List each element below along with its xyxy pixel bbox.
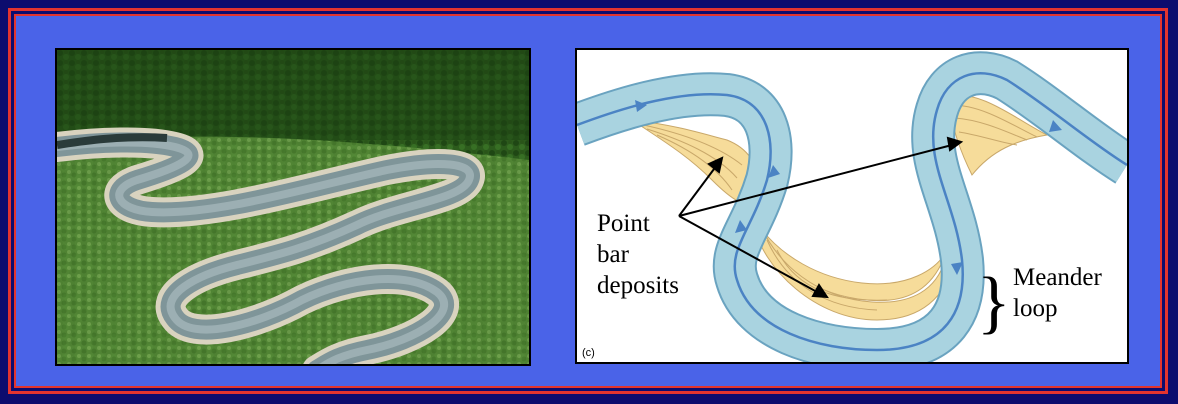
meander-channel: [577, 51, 1127, 362]
meander-loop-label: Meander loop: [1013, 264, 1102, 322]
label-arrows: [678, 136, 964, 299]
meander-diagram: } Point bar deposits Meander loop (c): [575, 48, 1129, 364]
river-channel: [57, 127, 485, 364]
point-bar-deposit-left: [631, 119, 759, 205]
outer-frame: [8, 8, 1168, 394]
meander-brace: }: [977, 264, 1011, 341]
point-bar-label: Point bar deposits: [597, 210, 679, 299]
river-aerial-photo: [55, 48, 531, 366]
flow-line: [577, 72, 1127, 352]
panel-letter: (c): [582, 347, 595, 359]
flow-arrowheads: [635, 100, 1062, 275]
